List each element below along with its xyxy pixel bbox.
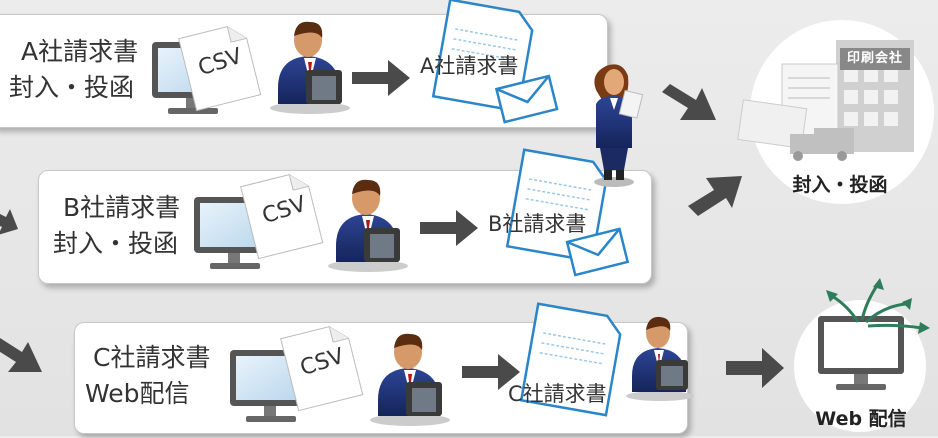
flow-arrow: [420, 210, 478, 246]
flow-arrow: [352, 60, 410, 96]
csv-file-icon: [178, 26, 262, 112]
invoice-document-icon: [431, 0, 559, 124]
row-b-title: B社請求書: [63, 193, 181, 222]
worker-icon: [270, 21, 350, 114]
office-worker-woman-icon: [594, 64, 644, 187]
row-c-title: C社請求書: [93, 343, 211, 372]
printing-company-caption: 封入・投函: [792, 174, 888, 196]
worker-icon: [328, 179, 408, 272]
flow-arrow: [462, 354, 520, 390]
csv-file-icon: [280, 326, 364, 412]
row-b-subtitle: 封入・投函: [53, 229, 179, 258]
flow-arrow-to-printer: [662, 84, 716, 120]
csv-file-icon: [240, 174, 324, 260]
flow-arrow: [726, 348, 784, 388]
document-label-c: C社請求書: [508, 382, 607, 406]
row-a-subtitle: 封入・投函: [9, 73, 135, 102]
incoming-arrow-row-b: [0, 209, 18, 235]
web-delivery-circle: [794, 278, 930, 432]
worker-icon: [370, 333, 450, 426]
web-delivery-caption: Web 配信: [815, 408, 907, 430]
invoice-document-icon: [505, 148, 630, 277]
printing-company-sign: 印刷会社: [840, 48, 910, 70]
worker-icon: [626, 316, 694, 401]
invoice-document-icon: [519, 302, 622, 417]
incoming-arrow-row-c: [0, 338, 42, 372]
document-label-a: A社請求書: [420, 54, 519, 78]
row-a-title: A社請求書: [21, 37, 139, 66]
document-label-b: B社請求書: [488, 212, 587, 236]
row-c-subtitle: Web配信: [85, 379, 190, 408]
flow-arrow-to-printer: [688, 176, 742, 216]
